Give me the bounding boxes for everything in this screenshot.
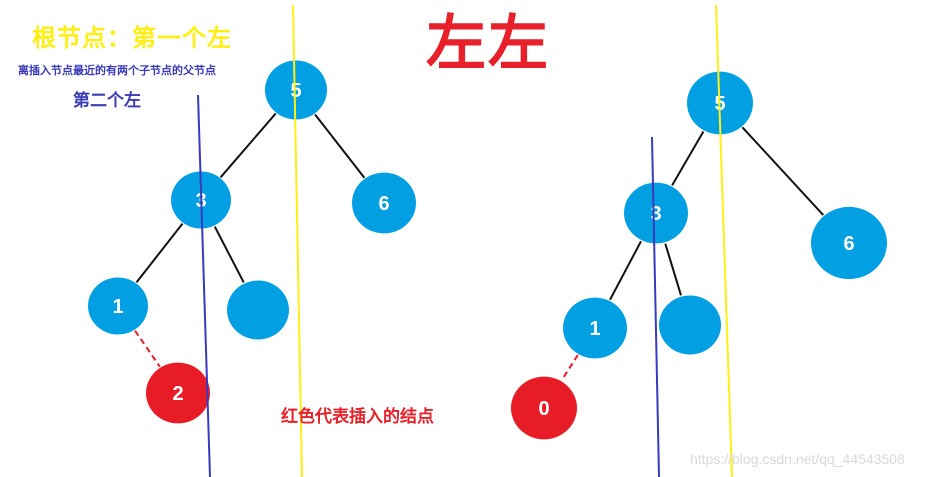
node-value: 3 bbox=[650, 203, 661, 225]
tree-edge bbox=[609, 240, 642, 301]
tree-edge bbox=[671, 131, 705, 186]
tree-edge bbox=[213, 226, 245, 283]
blue-guide-line bbox=[651, 136, 660, 477]
yellow-guide-line bbox=[715, 4, 733, 477]
root-node-subtitle: 离插入节点最近的有两个子节点的父节点 bbox=[18, 64, 216, 77]
node-value: 6 bbox=[843, 233, 854, 255]
tree-node-5: 5 bbox=[265, 60, 327, 120]
tree-node-empty bbox=[659, 295, 721, 355]
inserted-node-0: 0 bbox=[511, 376, 577, 440]
blue-guide-line bbox=[197, 94, 211, 477]
node-value: 0 bbox=[538, 398, 549, 420]
yellow-guide-line bbox=[292, 4, 303, 477]
tree-edge bbox=[664, 243, 682, 296]
tree-node-6: 6 bbox=[811, 206, 887, 280]
tree-edge bbox=[741, 126, 824, 216]
main-title: 左左 bbox=[426, 9, 550, 79]
tree-node-6: 6 bbox=[352, 172, 416, 234]
node-value: 1 bbox=[112, 296, 123, 318]
insertion-edge-dashed bbox=[560, 354, 579, 381]
node-value: 1 bbox=[589, 318, 600, 340]
inserted-node-2: 2 bbox=[146, 362, 210, 424]
watermark-url: https://blog.csdn.net/qq_44543508 bbox=[690, 451, 905, 467]
tree-node-1: 1 bbox=[563, 297, 627, 359]
tree-edge bbox=[219, 112, 277, 178]
node-value: 6 bbox=[378, 193, 389, 215]
tree-node-empty bbox=[227, 280, 289, 340]
insertion-edge-dashed bbox=[134, 330, 161, 368]
tree-node-3: 3 bbox=[624, 182, 688, 244]
inserted-node-caption: 红色代表插入的结点 bbox=[281, 407, 434, 427]
guide-lines-layer bbox=[197, 4, 733, 477]
node-value: 5 bbox=[290, 80, 301, 102]
node-value: 2 bbox=[172, 383, 183, 405]
tree-edge bbox=[135, 223, 184, 283]
root-node-title: 根节点：第一个左 bbox=[32, 24, 232, 52]
second-left-label: 第二个左 bbox=[73, 91, 141, 111]
edges-layer bbox=[134, 112, 824, 381]
tree-node-1: 1 bbox=[88, 277, 148, 335]
tree-edge bbox=[314, 113, 366, 179]
